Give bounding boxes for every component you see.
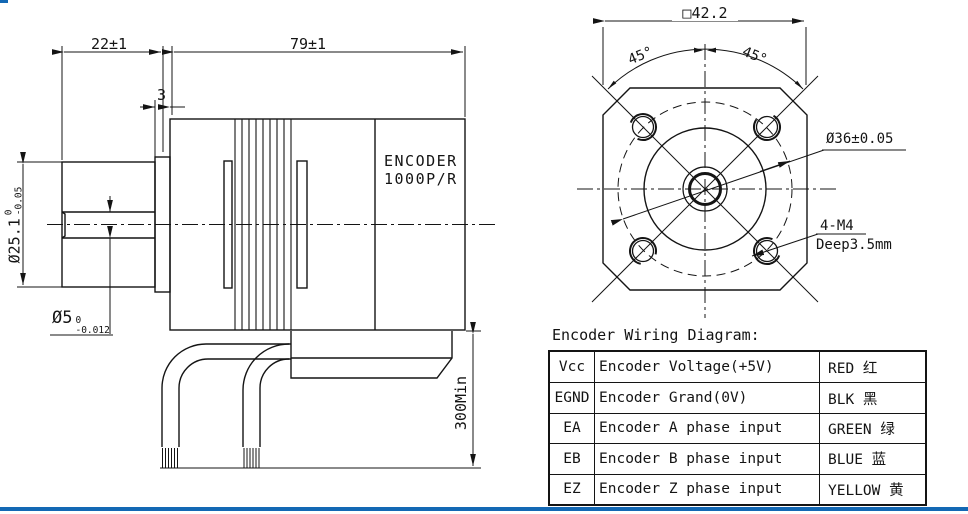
- front-view-centerlines: [577, 44, 838, 318]
- dim-cable-length: 300Min: [452, 375, 470, 431]
- description-cell: Encoder B phase input: [594, 444, 819, 474]
- wire-color-cell: BLUE 蓝: [819, 444, 925, 474]
- side-view-dimensions: [17, 46, 481, 469]
- dim-bolt-circle: Ø36±0.05: [826, 131, 894, 147]
- wire-color-cell: BLK 黑: [819, 383, 925, 413]
- signal-cell: Vcc: [558, 359, 586, 376]
- cable-bundles: [161, 343, 291, 447]
- table-row: EA Encoder A phase input GREEN 绿: [550, 412, 925, 444]
- mount-holes-spec-line1: 4-M4: [820, 218, 854, 234]
- wiring-table: Vcc Encoder Voltage(+5V) RED 红 EGND Enco…: [548, 350, 927, 506]
- signal-cell: EA: [563, 420, 581, 437]
- table-row: Vcc Encoder Voltage(+5V) RED 红: [550, 352, 925, 383]
- description-cell: Encoder Z phase input: [594, 474, 819, 504]
- wiring-table-title: Encoder Wiring Diagram:: [552, 326, 760, 344]
- signal-cell: EGND: [554, 390, 590, 407]
- wire-color-cell: RED 红: [819, 352, 925, 383]
- encoder-label-line1: ENCODER: [384, 152, 458, 170]
- wire-color-cell: YELLOW 黄: [819, 474, 925, 504]
- mount-holes: [628, 113, 781, 265]
- dim-flange-size: □42.2: [672, 5, 738, 21]
- boss-dia-value: Ø25.1: [5, 218, 23, 264]
- bottom-accent-bar: [0, 507, 968, 511]
- dim-pilot-depth: 3: [157, 86, 167, 104]
- boss-dia-tolerance: 0 -0.05: [3, 186, 25, 216]
- front-view-dimensions: [593, 18, 906, 257]
- wire-color-cell: GREEN 绿: [819, 413, 925, 444]
- shaft-dia-value: Ø5: [52, 308, 73, 328]
- dim-body-length: 79±1: [289, 35, 327, 53]
- table-row: EB Encoder B phase input BLUE 蓝: [550, 443, 925, 474]
- dim-shaft-diameter: Ø5 0 -0.012: [52, 310, 110, 335]
- encoder-label-line2: 1000P/R: [384, 170, 458, 188]
- description-cell: Encoder Grand(0V): [594, 383, 819, 413]
- wire-strands: [162, 448, 260, 468]
- description-cell: Encoder A phase input: [594, 413, 819, 444]
- dim-boss-diameter: Ø25.1 0 -0.05: [3, 186, 25, 264]
- mount-holes-spec-line2: Deep3.5mm: [816, 237, 892, 253]
- dim-front-length: 22±1: [90, 35, 128, 53]
- signal-cell: EB: [563, 450, 581, 467]
- shaft-dia-tolerance: 0 -0.012: [75, 315, 110, 336]
- table-row: EZ Encoder Z phase input YELLOW 黄: [550, 473, 925, 504]
- signal-cell: EZ: [563, 481, 581, 498]
- description-cell: Encoder Voltage(+5V): [594, 352, 819, 383]
- table-row: EGND Encoder Grand(0V) BLK 黑: [550, 382, 925, 413]
- corner-artifact: [0, 0, 8, 3]
